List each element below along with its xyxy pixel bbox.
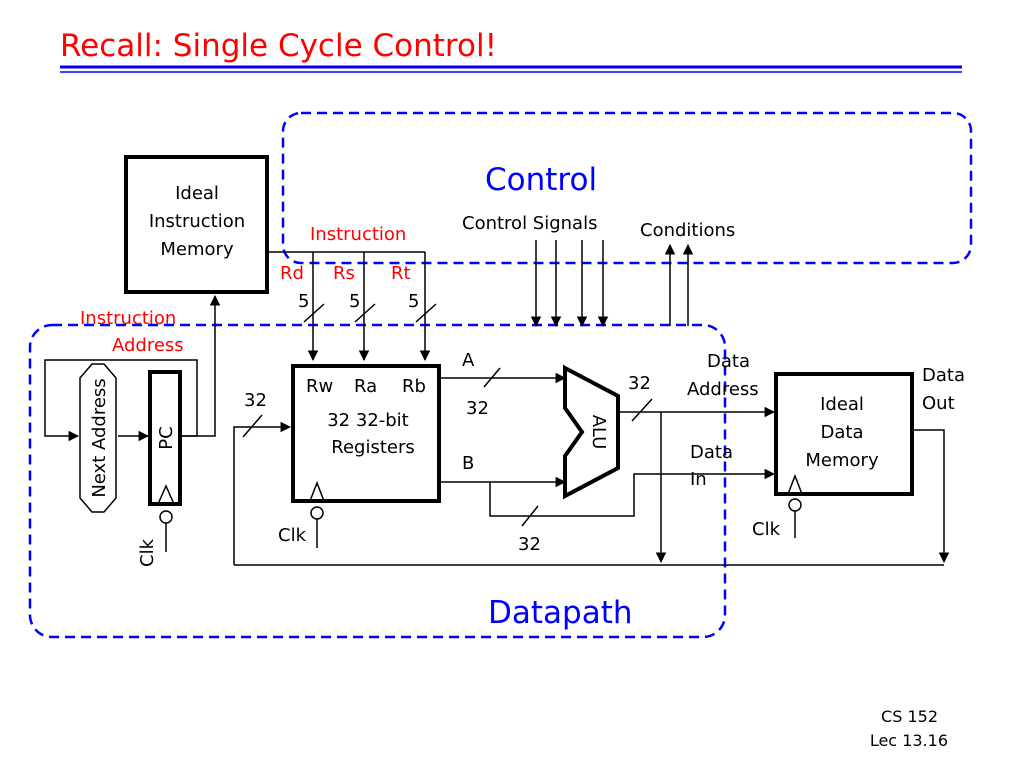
bus-a [439, 367, 567, 388]
footer-course: CS 152 [881, 707, 938, 726]
register-port-rb: Rb [402, 376, 426, 397]
data-memory-clock-input [787, 473, 803, 538]
register-clock-input [309, 480, 325, 548]
data-out-label-2: Out [922, 393, 955, 414]
control-region [281, 111, 973, 265]
register-file-block [291, 364, 441, 503]
rs-width-label: 5 [349, 291, 360, 312]
bus-a-label: A [462, 350, 475, 371]
datapath-region [28, 323, 727, 639]
pc-clock-input [157, 484, 175, 552]
next-address-label: Next Address [89, 378, 110, 497]
instruction-address-bus [182, 294, 221, 437]
data-memory-line-3: Memory [805, 450, 879, 471]
conditions-label: Conditions [640, 220, 735, 241]
slide-title: Recall: Single Cycle Control! [60, 28, 497, 64]
next-address-feedback [44, 359, 198, 442]
instruction-label: Instruction [310, 224, 406, 245]
alu-output-bus [618, 398, 776, 564]
data-in-label-1: Data [690, 442, 733, 463]
rd-label: Rd [280, 263, 304, 284]
instruction-memory-line-3: Memory [160, 239, 234, 260]
instruction-address-label-1: Instruction [80, 308, 176, 329]
data-memory-line-1: Ideal [820, 394, 864, 415]
pc-clk-label: Clk [137, 538, 158, 567]
alu-label: ALU [588, 415, 609, 450]
register-file-name-2: Registers [331, 437, 415, 458]
busw-width-label: 32 [244, 390, 267, 411]
data-in-label-2: In [690, 469, 707, 490]
alu-output-width-label: 32 [628, 373, 651, 394]
instruction-memory-line-2: Instruction [149, 211, 245, 232]
alu-block [563, 364, 620, 500]
instruction-memory-line-1: Ideal [175, 183, 219, 204]
bus-b-width-label: 32 [518, 534, 541, 555]
bus-b-label: B [462, 453, 474, 474]
data-in-bus [633, 468, 776, 482]
pc-label: PC [156, 426, 177, 449]
instruction-memory-block [124, 155, 269, 294]
rd-width-label: 5 [298, 291, 309, 312]
control-region-label: Control [485, 162, 597, 198]
pc-register [148, 370, 182, 506]
control-signal-lines [530, 240, 609, 328]
register-file-name-1: 32 32-bit [327, 410, 409, 431]
footer-lecture: Lec 13.16 [870, 731, 948, 750]
data-memory-block [774, 372, 914, 496]
register-port-rw: Rw [306, 376, 333, 397]
data-address-label-2: Address [687, 379, 759, 400]
register-port-ra: Ra [354, 376, 377, 397]
rs-label: Rs [333, 263, 355, 284]
bus-a-width-label: 32 [466, 398, 489, 419]
title-underline [60, 65, 962, 73]
register-clk-label: Clk [278, 525, 307, 546]
data-memory-line-2: Data [821, 422, 864, 443]
control-signals-label: Control Signals [462, 213, 597, 234]
write-back-bus [233, 414, 944, 566]
data-address-label-1: Data [707, 351, 750, 372]
instruction-address-label-2: Address [112, 335, 184, 356]
data-out-label-1: Data [922, 365, 965, 386]
next-address-block [79, 363, 117, 513]
datapath-region-label: Datapath [488, 595, 633, 631]
data-out-bus [914, 429, 950, 564]
rt-label: Rt [391, 263, 411, 284]
bus-b [439, 476, 635, 527]
condition-lines [664, 243, 694, 326]
register-select-lines [303, 252, 437, 362]
rt-width-label: 5 [408, 291, 419, 312]
data-memory-clk-label: Clk [752, 519, 781, 540]
